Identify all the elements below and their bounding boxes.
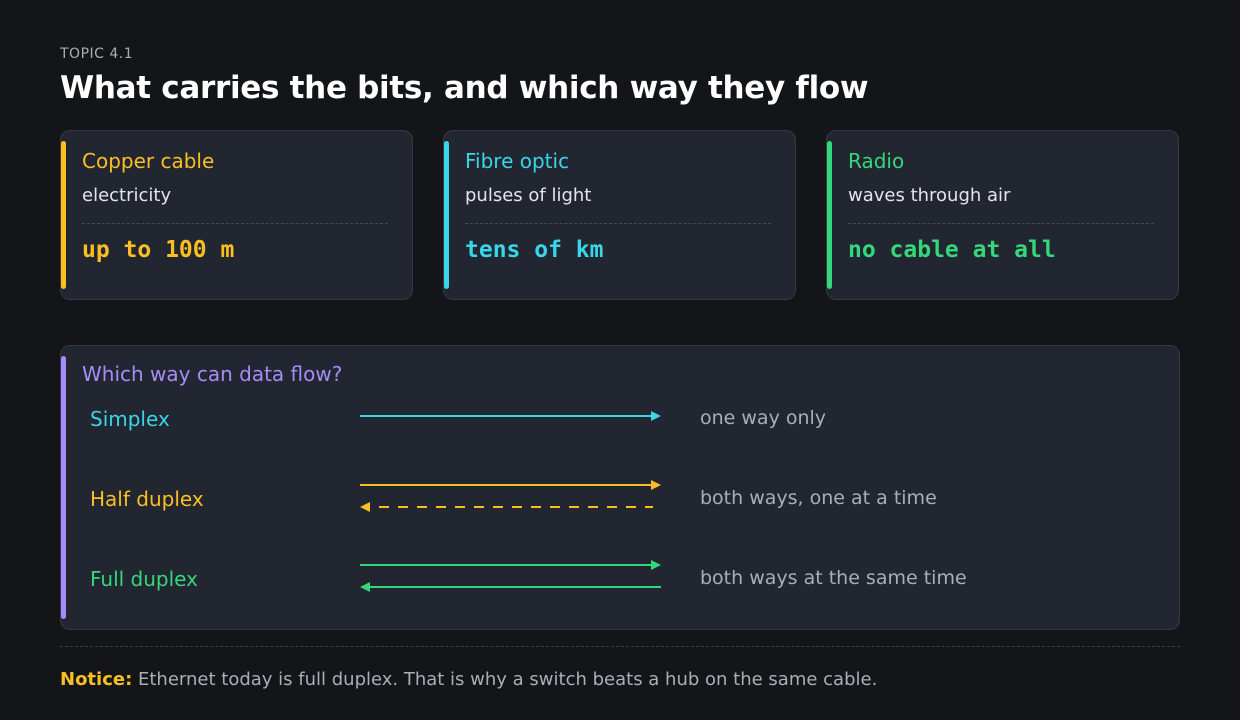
topic-label: TOPIC 4.1 [60,46,134,62]
mode-description-full-duplex: both ways at the same time [700,567,967,589]
media-range: tens of km [465,237,604,263]
card-divider [465,223,771,224]
media-description: electricity [82,185,172,206]
flow-panel-title: Which way can data flow? [82,362,343,386]
flow-arrows [360,411,661,592]
card-accent-bar [444,141,449,289]
full-duplex-back-arrow [360,582,661,592]
card-divider [82,223,388,224]
card-accent-bar [827,141,832,289]
notice-lead: Notice: [60,669,133,690]
notice-body: Ethernet today is full duplex. That is w… [132,669,878,690]
mode-label-full-duplex: Full duplex [90,567,198,591]
media-range: up to 100 m [82,237,235,263]
card-divider [848,223,1154,224]
notice-text: Notice: Ethernet today is full duplex. T… [60,669,877,690]
media-card-fibre: Fibre optic pulses of light tens of km [443,130,796,300]
mode-description-simplex: one way only [700,407,827,429]
mode-description-half-duplex: both ways, one at a time [700,487,937,509]
media-card-copper: Copper cable electricity up to 100 m [60,130,413,300]
half-duplex-back-arrow [360,502,653,512]
media-name: Radio [848,149,905,173]
page-title: What carries the bits, and which way the… [60,70,869,106]
media-description: waves through air [848,185,1011,206]
data-flow-panel: Which way can data flow? Simplex one way… [60,345,1180,630]
media-card-radio: Radio waves through air no cable at all [826,130,1179,300]
full-duplex-forward-arrow [360,560,661,570]
media-range: no cable at all [848,237,1056,263]
half-duplex-forward-arrow [360,480,661,490]
section-divider [60,646,1180,647]
panel-accent-bar [61,356,66,619]
media-name: Copper cable [82,149,215,173]
media-cards: Copper cable electricity up to 100 m Fib… [60,130,1180,300]
media-description: pulses of light [465,185,592,206]
mode-label-half-duplex: Half duplex [90,487,204,511]
simplex-forward-arrow [360,411,661,421]
media-name: Fibre optic [465,149,570,173]
mode-label-simplex: Simplex [90,407,170,431]
card-accent-bar [61,141,66,289]
